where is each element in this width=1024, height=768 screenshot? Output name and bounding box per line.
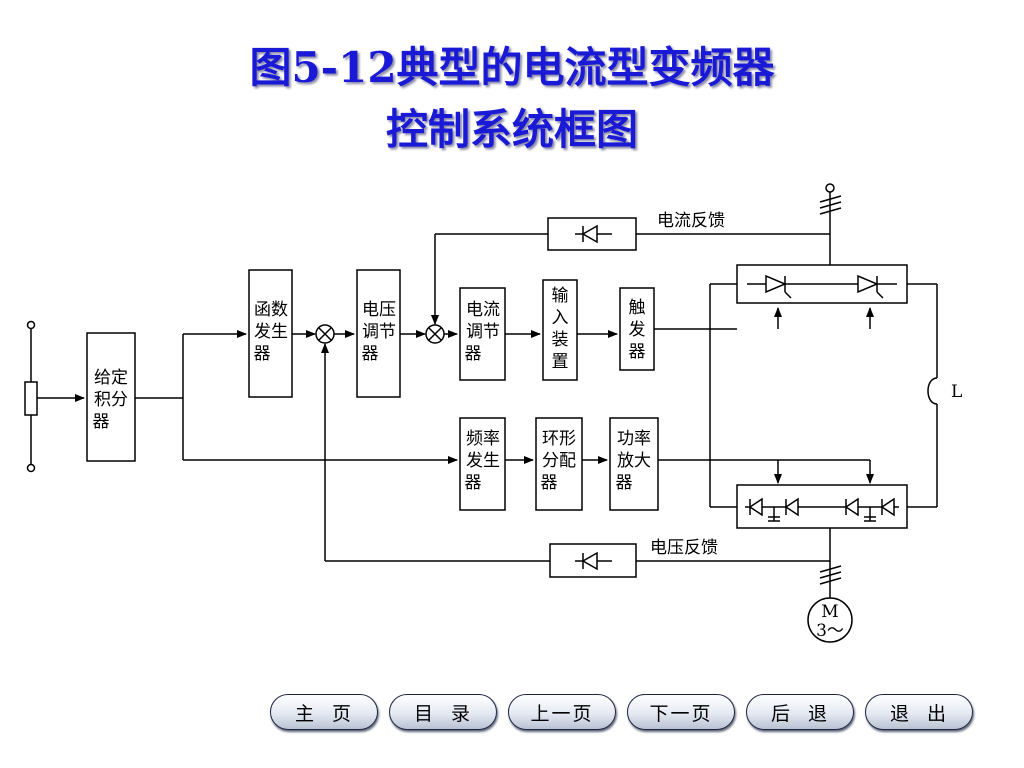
inverter-bridge [736,484,908,529]
given-integrator-label: 给定 积分 器 [93,368,129,432]
function-generator-label: 函数 发生 器 [254,300,289,364]
svg-text:电流: 电流 [466,300,500,320]
ring-distributor-label: 环形 分配 器 [541,429,577,493]
svg-text:器: 器 [465,344,482,364]
motor-label-m: M [821,602,838,622]
contents-button[interactable]: 目 录 [389,694,497,730]
dc-link-with-inductor [709,283,938,508]
svg-text:器: 器 [254,344,271,364]
trigger-label: 触 发 器 [629,298,646,362]
summing-junction-voltage [315,324,335,344]
svg-text:器: 器 [541,473,558,493]
svg-text:调节: 调节 [466,322,500,342]
motor-symbol [807,597,853,643]
voltage-feedback-label: 电压反馈 [650,538,718,558]
previous-page-button[interactable]: 上一页 [508,694,616,730]
exit-button[interactable]: 退 出 [865,694,973,730]
svg-text:电压: 电压 [362,300,396,320]
svg-text:频率: 频率 [466,429,500,449]
svg-text:分配: 分配 [542,451,576,471]
svg-text:入: 入 [552,308,569,328]
current-feedback-label: 电流反馈 [657,211,725,231]
control-system-block-diagram: 给定 积分 器 函数 发生 器 电压 调节 器 电流 调节 器 输 入 装 置 … [24,183,962,643]
back-button[interactable]: 后 退 [746,694,854,730]
motor-label-phase: 3～ [816,621,844,641]
svg-text:发: 发 [629,320,646,340]
input-device-label: 输 入 装 置 [552,286,569,372]
rectifier-bridge [736,264,908,304]
svg-text:调节: 调节 [362,322,396,342]
svg-text:给定: 给定 [94,368,128,388]
slide-title-line2: 控制系统框图 [385,105,638,154]
svg-text:函数: 函数 [254,300,288,320]
frequency-generator-block [459,417,506,511]
inductor-label: L [951,382,962,402]
svg-text:发生: 发生 [466,451,500,471]
svg-text:置: 置 [552,352,569,372]
power-amplifier-label: 功率 放大 器 [616,429,652,493]
next-page-button[interactable]: 下一页 [627,694,735,730]
input-potentiometer [24,320,85,473]
summing-junction-current [425,324,445,344]
svg-text:发生: 发生 [254,322,288,342]
svg-text:器: 器 [465,473,482,493]
ring-distributor-block [535,417,583,511]
svg-text:放大: 放大 [617,451,651,471]
current-regulator-label: 电流 调节 器 [465,300,501,364]
slide-title-line1: 图5-12典型的电流型变频器 [249,43,775,92]
svg-text:装: 装 [552,330,569,350]
svg-text:功率: 功率 [617,429,651,449]
svg-text:积分: 积分 [94,390,128,410]
svg-text:器: 器 [616,473,633,493]
current-feedback-path [431,217,830,325]
frequency-generator-label: 频率 发生 器 [465,429,501,493]
voltage-regulator-label: 电压 调节 器 [362,300,397,364]
home-button[interactable]: 主 页 [270,694,378,730]
input-device-block [542,279,578,381]
svg-text:器: 器 [629,342,646,362]
voltage-feedback-path [321,343,830,578]
power-amplifier-block [609,417,659,511]
svg-text:环形: 环形 [542,429,576,449]
svg-text:触: 触 [629,298,646,318]
navigation-bar: 主 页 目 录 上一页 下一页 后 退 退 出 [270,694,973,730]
svg-text:输: 输 [552,286,569,306]
motor-connection [807,528,853,643]
svg-text:器: 器 [93,412,110,432]
given-integrator-block [86,332,136,462]
svg-text:器: 器 [362,344,379,364]
ac-supply-terminal [819,183,842,265]
